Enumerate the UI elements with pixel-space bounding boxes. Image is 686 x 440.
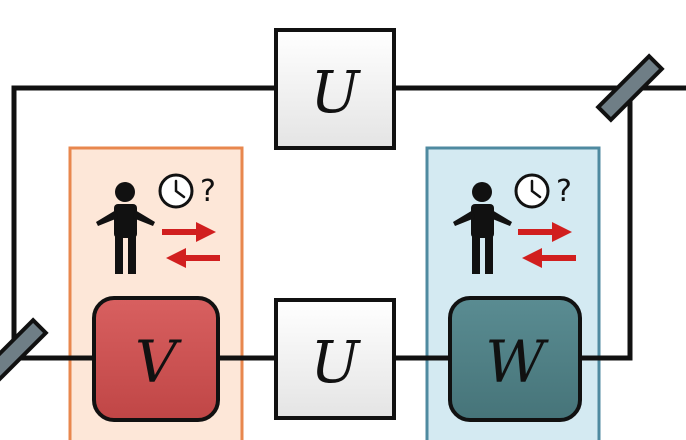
w-gate: W <box>448 296 582 422</box>
top-u-gate: U <box>274 28 396 150</box>
left-question-mark: ? <box>200 174 216 209</box>
mirror-icon <box>595 53 665 123</box>
bottom-u-gate: U <box>274 298 396 420</box>
w-label: W <box>485 328 549 396</box>
v-gate: V <box>92 296 220 422</box>
person-icon <box>453 182 512 274</box>
clock-icon <box>514 173 550 209</box>
mirror-icon <box>0 317 49 387</box>
left-agent: ? <box>96 173 220 274</box>
right-agent: ? <box>453 173 576 274</box>
clock-icon <box>158 173 194 209</box>
exchange-arrows-icon <box>518 222 576 268</box>
top-loop-wire <box>11 85 279 348</box>
exchange-arrows-icon <box>162 222 220 268</box>
right-question-mark: ? <box>556 174 572 209</box>
top-u-label: U <box>311 58 362 126</box>
bottom-u-label: U <box>311 328 362 396</box>
person-icon <box>96 182 155 274</box>
v-label: V <box>135 328 182 396</box>
right-vertical-wire <box>577 95 633 361</box>
